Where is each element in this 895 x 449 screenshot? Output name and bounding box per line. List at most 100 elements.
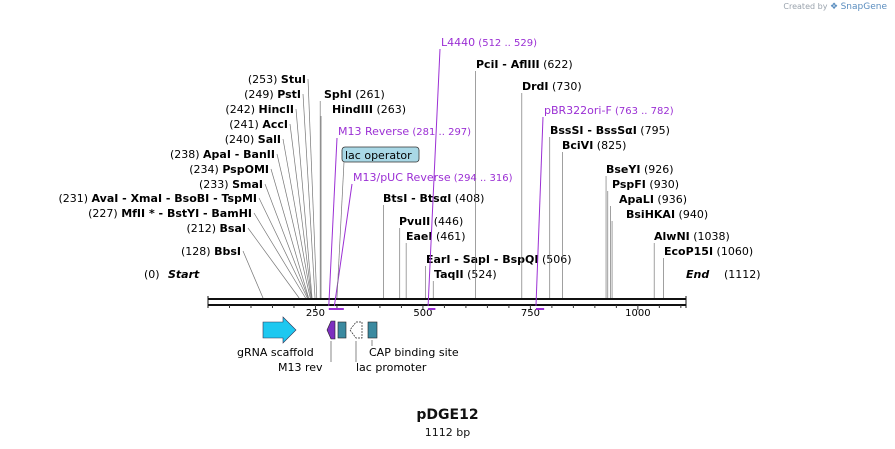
site-position: (240): [225, 133, 258, 146]
primer-leader-line: [427, 48, 441, 307]
site-position: (730): [549, 80, 582, 93]
site-label-smai: (233) SmaI: [199, 178, 263, 191]
primer-name: L4440: [441, 36, 475, 49]
end-position: (1112): [724, 268, 761, 281]
site-position: (233): [199, 178, 232, 191]
primer-range: (294 .. 316): [451, 173, 513, 184]
site-name: BsoBI: [174, 192, 209, 205]
site-name: TspMI: [221, 192, 257, 205]
site-position: (241): [229, 118, 262, 131]
site-label-eari: EarI - SapI - BspQI (506): [426, 253, 572, 266]
primer-leader-line: [328, 137, 338, 307]
site-position: (231): [58, 192, 91, 205]
lac-operator-leader-line: [336, 161, 345, 299]
primer-label: M13/pUC Reverse (294 .. 316): [353, 171, 513, 184]
site-label-pvuii: PvuII (446): [399, 215, 463, 228]
site-position: (261): [352, 88, 385, 101]
site-name: XmaI: [131, 192, 162, 205]
cap-binding-site-label: CAP binding site: [369, 346, 459, 359]
lac-operator-label: lac operator: [345, 149, 412, 162]
site-position: (825): [593, 139, 626, 152]
primer-label: M13 Reverse (281 .. 297): [338, 125, 471, 138]
site-separator: -: [450, 253, 462, 266]
site-label-drdi: DrdI (730): [522, 80, 582, 93]
site-position: (249): [244, 88, 277, 101]
site-name: EarI: [426, 253, 450, 266]
site-label-apai: (238) ApaI - BanII: [170, 148, 275, 161]
site-name: ApaLI: [619, 193, 654, 206]
m13-rev-label: M13 rev: [278, 361, 323, 374]
site-label-avai: (231) AvaI - XmaI - BsoBI - TspMI: [58, 192, 257, 205]
site-label-bbsi: (128) BbsI: [181, 245, 241, 258]
primer-label: pBR322ori-F (763 .. 782): [544, 104, 674, 117]
site-leader-line: [264, 183, 309, 299]
site-name: SphI: [324, 88, 352, 101]
site-name: BciVI: [562, 139, 593, 152]
site-position: (795): [637, 124, 670, 137]
site-leader-line: [307, 78, 318, 299]
site-position: (263): [373, 103, 406, 116]
site-name: AflIII: [511, 58, 540, 71]
site-name: BbsI: [214, 245, 241, 258]
site-name: MfII *: [121, 207, 155, 220]
site-name: EcoP15I: [664, 245, 713, 258]
site-position: (234): [189, 163, 222, 176]
grna-scaffold-arrow: [262, 316, 297, 344]
site-leader-line: [302, 93, 316, 299]
primer-leader-line: [535, 116, 544, 307]
site-name: BseYI: [606, 163, 640, 176]
site-label-pspfi: PspFI (930): [612, 178, 679, 191]
site-label-hincii: (242) HincII: [225, 103, 294, 116]
site-label-bsssi: BssSI - BssSαI (795): [550, 124, 670, 137]
site-name: BtsI: [383, 192, 407, 205]
site-separator: -: [118, 192, 130, 205]
snapgene-logo-icon: ❖: [829, 2, 839, 12]
site-position: (242): [225, 103, 258, 116]
site-name: SmaI: [232, 178, 263, 191]
lac-operator-box: [341, 146, 420, 163]
site-label-pcii: PciI - AflIII (622): [476, 58, 573, 71]
site-position: (446): [430, 215, 463, 228]
primer-leader-line: [333, 183, 353, 307]
start-position: (0): [144, 268, 160, 281]
site-separator: -: [162, 192, 174, 205]
site-name: PspFI: [612, 178, 646, 191]
site-position: (408): [451, 192, 484, 205]
site-name: TaqII: [434, 268, 464, 281]
site-leader-line: [258, 197, 308, 299]
primer-name: M13 Reverse: [338, 125, 409, 138]
site-label-alwni: AlwNI (1038): [654, 230, 730, 243]
scale-tick-label: 1000: [625, 308, 650, 319]
credit-brand: SnapGene: [840, 2, 887, 12]
site-separator: -: [498, 58, 510, 71]
site-leader-line: [253, 212, 306, 299]
site-position: (253): [248, 73, 281, 86]
site-label-pspomi: (234) PspOMI: [189, 163, 269, 176]
site-position: (506): [539, 253, 572, 266]
scale-tick-label: 250: [306, 308, 325, 319]
primer-range: (281 .. 297): [409, 127, 471, 138]
lac-promoter-label: lac promoter: [356, 361, 427, 374]
site-name: SalI: [258, 133, 281, 146]
site-leader-line: [282, 138, 312, 299]
site-label-mfii: (227) MfII * - BstYI - BamHI: [88, 207, 252, 220]
site-leader-line: [270, 168, 309, 299]
start-label: Start: [168, 268, 200, 281]
site-name: StuI: [281, 73, 306, 86]
site-separator: -: [584, 124, 596, 137]
site-name: ApaI: [203, 148, 231, 161]
site-label-sphi: SphI (261): [324, 88, 385, 101]
site-leader-line: [247, 227, 300, 299]
site-label-bsai: (212) BsaI: [186, 222, 246, 235]
site-name: PstI: [277, 88, 301, 101]
site-label-taqii: TaqII (524): [434, 268, 497, 281]
scale-tick-label: 500: [413, 308, 432, 319]
grna-scaffold-label: gRNA scaffold: [237, 346, 314, 359]
primer-label: L4440 (512 .. 529): [441, 36, 537, 49]
lac-promoter-arrow: [349, 321, 363, 339]
primer-range: (763 .. 782): [612, 106, 674, 117]
site-label-btsi: BtsI - BtsαI (408): [383, 192, 484, 205]
site-label-bcivi: BciVI (825): [562, 139, 626, 152]
site-separator: -: [209, 192, 221, 205]
